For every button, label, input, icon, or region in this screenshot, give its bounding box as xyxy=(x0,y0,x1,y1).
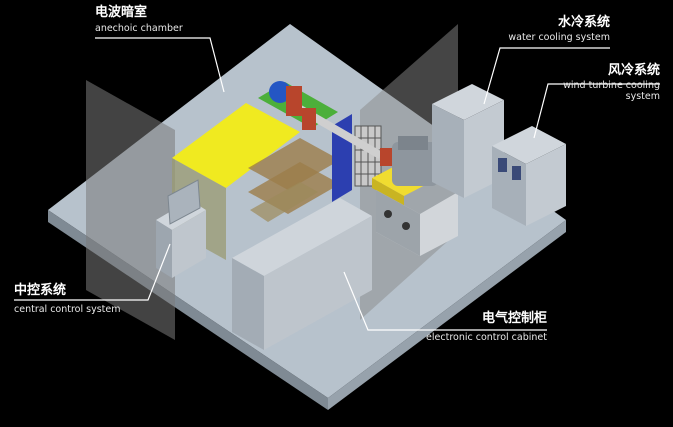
label-en: anechoic chamber xyxy=(95,22,183,34)
wind-cooling-cabinet-side xyxy=(526,144,566,226)
absorber-floor-yellow xyxy=(172,103,300,188)
leader-wind xyxy=(533,83,660,139)
label-water-cooling: 水冷系统 water cooling system xyxy=(508,15,610,44)
chamber-wall-left xyxy=(86,80,175,340)
dyno-pedestal-front xyxy=(376,190,420,256)
console-side xyxy=(172,210,206,278)
label-en-line1: wind turbine cooling xyxy=(563,79,660,91)
absorber-floor-lower xyxy=(250,182,318,222)
label-zh: 电气控制柜 xyxy=(481,311,547,326)
bearing-bracket-2 xyxy=(380,148,392,166)
water-cooling-cabinet-top xyxy=(432,84,504,120)
dynamometer-body xyxy=(392,142,438,186)
dyno-base-front xyxy=(372,178,404,206)
bearing-bracket-1 xyxy=(302,108,316,130)
label-zh: 水冷系统 xyxy=(557,15,610,30)
electric-cabinet-side xyxy=(264,216,372,350)
pedestal-hole-2 xyxy=(402,222,410,230)
label-en: water cooling system xyxy=(508,31,610,43)
cooling-vent-2 xyxy=(512,166,521,180)
label-zh: 电波暗室 xyxy=(95,5,148,20)
water-cooling-cabinet-front xyxy=(432,104,464,198)
label-en: electronic control cabinet xyxy=(426,331,547,343)
motor-coupling-red xyxy=(286,86,302,116)
leader-lines xyxy=(14,37,660,331)
label-wind-cooling: 风冷系统 wind turbine cooling system xyxy=(563,63,660,103)
leader-electric xyxy=(343,271,547,331)
wind-cooling-cabinet-top xyxy=(492,126,566,164)
leader-water xyxy=(483,47,610,105)
console-screen xyxy=(167,179,201,225)
dynamometer-top xyxy=(398,136,428,150)
label-en-line2: system xyxy=(625,90,660,102)
electric-cabinet-top xyxy=(232,198,372,276)
absorber-panel-brown-1 xyxy=(248,138,340,190)
pedestal-hole-1 xyxy=(384,210,392,218)
label-anechoic-chamber: 电波暗室 anechoic chamber xyxy=(95,5,183,35)
cooling-vent-1 xyxy=(498,158,507,172)
console-front xyxy=(156,220,172,278)
label-electronic-cabinet: 电气控制柜 electronic control cabinet xyxy=(426,311,547,344)
leader-anechoic xyxy=(95,37,225,93)
floor-platform xyxy=(48,24,566,398)
test-motor-blue xyxy=(269,81,291,103)
leader-central xyxy=(14,243,171,301)
label-zh: 风冷系统 xyxy=(607,63,660,78)
label-en: central control system xyxy=(14,303,121,315)
floor-edge-right xyxy=(328,220,566,410)
label-central-control: 中控系统 central control system xyxy=(14,283,121,316)
label-zh: 中控系统 xyxy=(14,283,67,298)
electric-cabinet-front xyxy=(232,258,264,350)
